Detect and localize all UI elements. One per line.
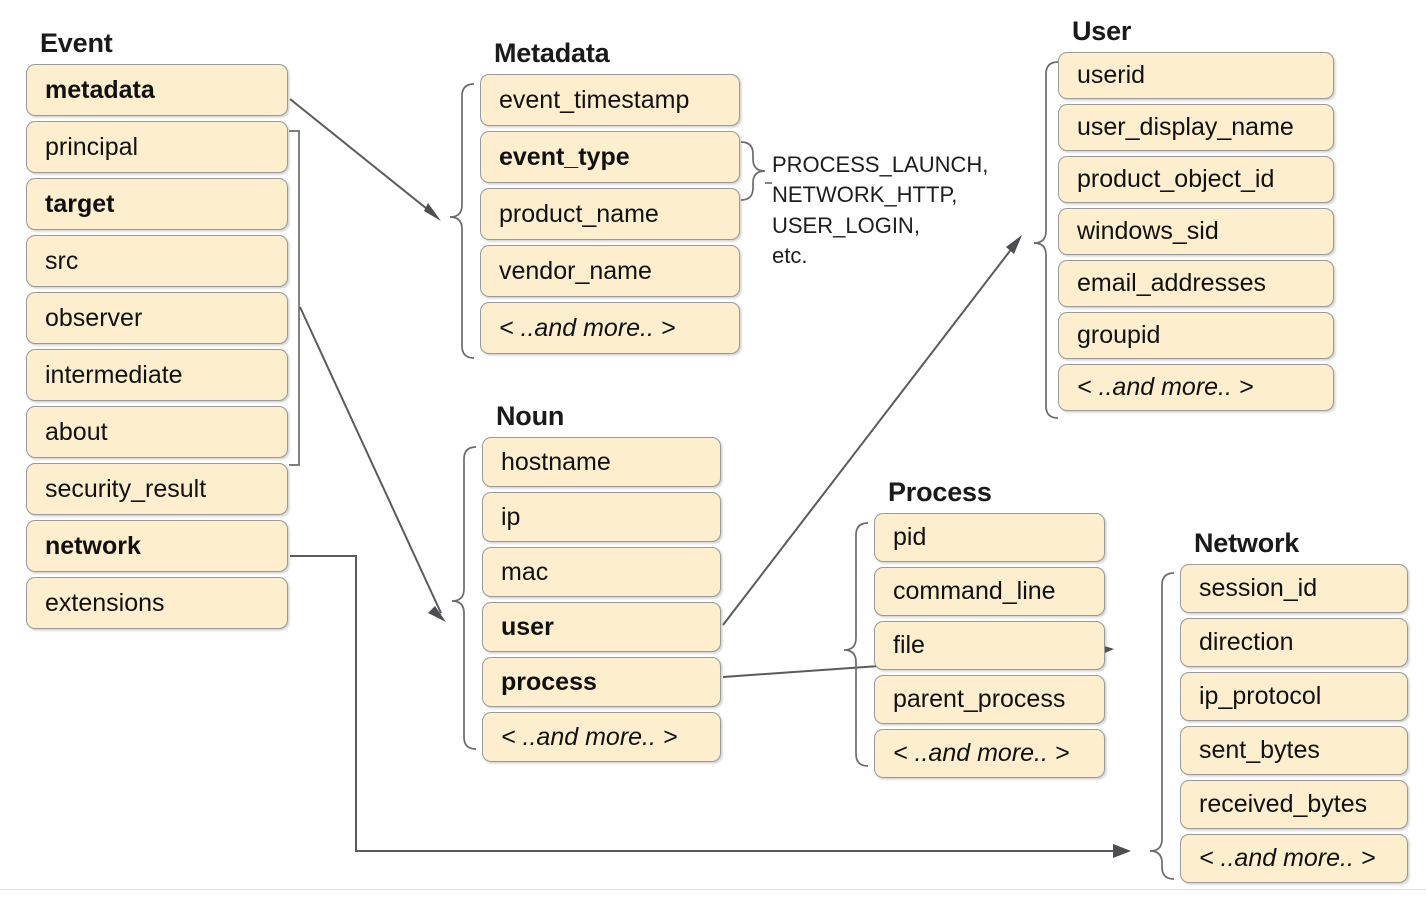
field-noun-hostname[interactable]: hostname — [482, 437, 721, 487]
field-network-sent-bytes[interactable]: sent_bytes — [1180, 726, 1408, 775]
field-event-extensions[interactable]: extensions — [26, 577, 288, 629]
brace-metadata-group — [449, 83, 475, 359]
field-noun-process[interactable]: process — [482, 657, 721, 707]
group-event-title: Event — [40, 28, 113, 58]
group-network-fields: session_id direction ip_protocol sent_bytes… — [1180, 564, 1408, 883]
field-metadata-event-timestamp[interactable]: event_timestamp — [480, 74, 740, 126]
group-noun-title: Noun — [496, 401, 565, 431]
field-event-observer[interactable]: observer — [26, 292, 288, 344]
field-noun-user[interactable]: user — [482, 602, 721, 652]
arrowhead-network — [1113, 844, 1131, 858]
field-event-target[interactable]: target — [26, 178, 288, 230]
field-user-product-object-id[interactable]: product_object_id — [1058, 156, 1334, 203]
field-noun-andmore[interactable]: < ..and more.. > — [482, 712, 721, 762]
field-process-command-line[interactable]: command_line — [874, 567, 1105, 616]
field-network-direction[interactable]: direction — [1180, 618, 1408, 667]
field-user-windows-sid[interactable]: windows_sid — [1058, 208, 1334, 255]
annotation-line: PROCESS_LAUNCH, — [772, 152, 989, 177]
group-user: User userid user_display_name product_obje… — [1058, 18, 1334, 411]
field-process-pid[interactable]: pid — [874, 513, 1105, 562]
group-user-title: User — [1072, 16, 1132, 46]
field-network-session-id[interactable]: session_id — [1180, 564, 1408, 613]
field-event-metadata[interactable]: metadata — [26, 64, 288, 116]
arrowhead-metadata — [424, 203, 441, 221]
brace-noun-group — [451, 446, 477, 750]
annotation-event-type-values: PROCESS_LAUNCH, NETWORK_HTTP, USER_LOGIN,e… — [772, 150, 988, 271]
field-event-network[interactable]: network — [26, 520, 288, 572]
group-network-title: Network — [1194, 528, 1300, 558]
field-metadata-andmore[interactable]: < ..and more.. > — [480, 302, 740, 354]
field-event-security-result[interactable]: security_result — [26, 463, 288, 515]
field-event-src[interactable]: src — [26, 235, 288, 287]
brace-event-type-values — [740, 141, 766, 201]
group-process-title: Process — [888, 477, 992, 507]
field-event-about[interactable]: about — [26, 406, 288, 458]
bottom-divider — [0, 889, 1426, 890]
annotation-line: USER_LOGIN, — [772, 212, 920, 238]
field-user-user-display-name[interactable]: user_display_name — [1058, 104, 1334, 151]
field-user-groupid[interactable]: groupid — [1058, 312, 1334, 359]
arrowhead-user — [1006, 235, 1022, 254]
field-user-andmore[interactable]: < ..and more.. > — [1058, 364, 1334, 411]
field-noun-mac[interactable]: mac — [482, 547, 721, 597]
field-noun-ip[interactable]: ip — [482, 492, 721, 542]
group-metadata-title: Metadata — [494, 38, 610, 68]
annotation-line: NETWORK_HTTP, — [772, 182, 958, 208]
link-noun — [299, 306, 442, 614]
field-metadata-product-name[interactable]: product_name — [480, 188, 740, 240]
link-metadata — [289, 98, 438, 218]
field-event-principal[interactable]: principal — [26, 121, 288, 173]
field-user-userid[interactable]: userid — [1058, 52, 1334, 99]
arrowhead-noun — [428, 606, 446, 622]
field-process-andmore[interactable]: < ..and more.. > — [874, 729, 1105, 778]
field-metadata-vendor-name[interactable]: vendor_name — [480, 245, 740, 297]
field-process-file[interactable]: file — [874, 621, 1105, 670]
field-metadata-event-type[interactable]: event_type — [480, 131, 740, 183]
brace-user-group — [1033, 61, 1059, 419]
field-network-received-bytes[interactable]: received_bytes — [1180, 780, 1408, 829]
bracket-event-noun-group — [289, 130, 300, 466]
field-network-andmore[interactable]: < ..and more.. > — [1180, 834, 1408, 883]
brace-process-group — [843, 522, 869, 767]
brace-network-group — [1149, 572, 1175, 880]
field-event-intermediate[interactable]: intermediate — [26, 349, 288, 401]
field-network-ip-protocol[interactable]: ip_protocol — [1180, 672, 1408, 721]
annotation-line: etc. — [772, 243, 808, 269]
group-user-fields: userid user_display_name product_object_id… — [1058, 52, 1334, 411]
field-process-parent-process[interactable]: parent_process — [874, 675, 1105, 724]
field-user-email-addresses[interactable]: email_addresses — [1058, 260, 1334, 307]
